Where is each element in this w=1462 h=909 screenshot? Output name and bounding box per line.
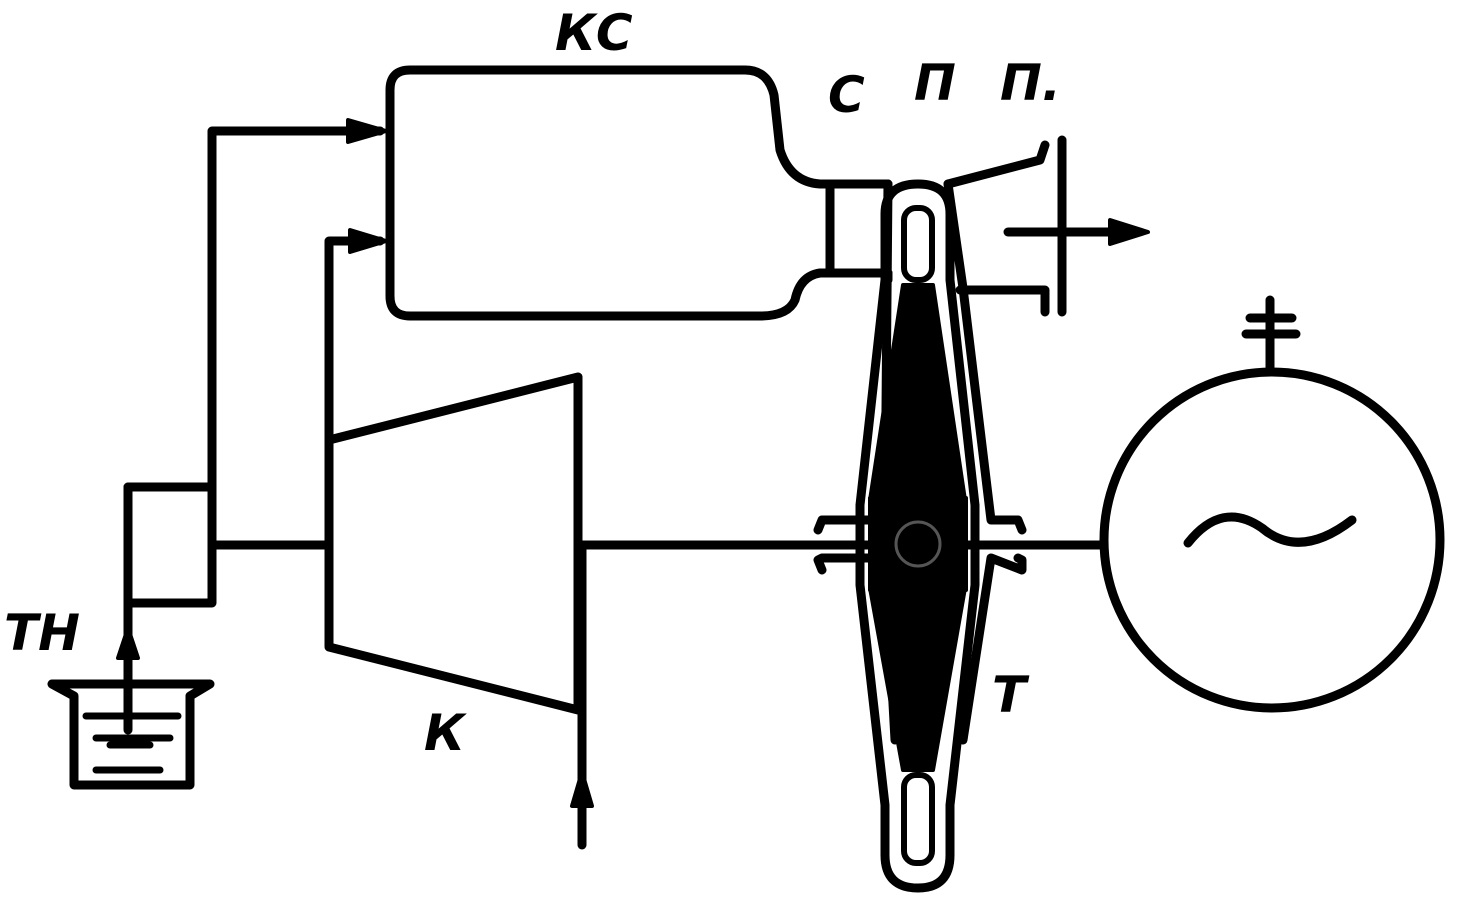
combustion-chamber bbox=[385, 65, 835, 321]
label-compressor: К bbox=[424, 704, 467, 762]
label-blade-top: П bbox=[914, 54, 956, 112]
pump-intake-arrow bbox=[116, 626, 140, 660]
ac-symbol bbox=[1183, 512, 1357, 548]
air-inlet-arrow bbox=[348, 228, 388, 254]
turbine-hub bbox=[868, 496, 968, 592]
blade-slot-top bbox=[901, 205, 935, 283]
air-line bbox=[324, 236, 385, 550]
label-nozzle: С bbox=[828, 66, 865, 124]
compressor bbox=[324, 372, 583, 715]
label-combustion-chamber: КС bbox=[555, 4, 633, 62]
label-fuel-pump: ТН bbox=[4, 604, 80, 662]
ground-symbol bbox=[1241, 295, 1301, 373]
fuel-tank bbox=[47, 679, 215, 790]
air-inlet-arrow-bottom bbox=[570, 770, 594, 808]
blade-slot-bottom bbox=[901, 772, 935, 866]
nozzle bbox=[825, 179, 893, 278]
fuel-line bbox=[207, 126, 385, 505]
fuel-level bbox=[82, 712, 182, 774]
fuel-inlet-arrow bbox=[346, 118, 388, 144]
fuel-pump-box bbox=[123, 482, 217, 608]
turbine-blade-lower bbox=[868, 586, 967, 772]
label-exhaust-pipe: П. bbox=[1000, 54, 1061, 112]
hub-center bbox=[894, 520, 942, 568]
exhaust-duct bbox=[943, 135, 1067, 317]
exhaust-arrow bbox=[1108, 218, 1150, 246]
turbine-wheel-outline bbox=[855, 179, 980, 893]
label-turbine: Т bbox=[992, 666, 1030, 724]
